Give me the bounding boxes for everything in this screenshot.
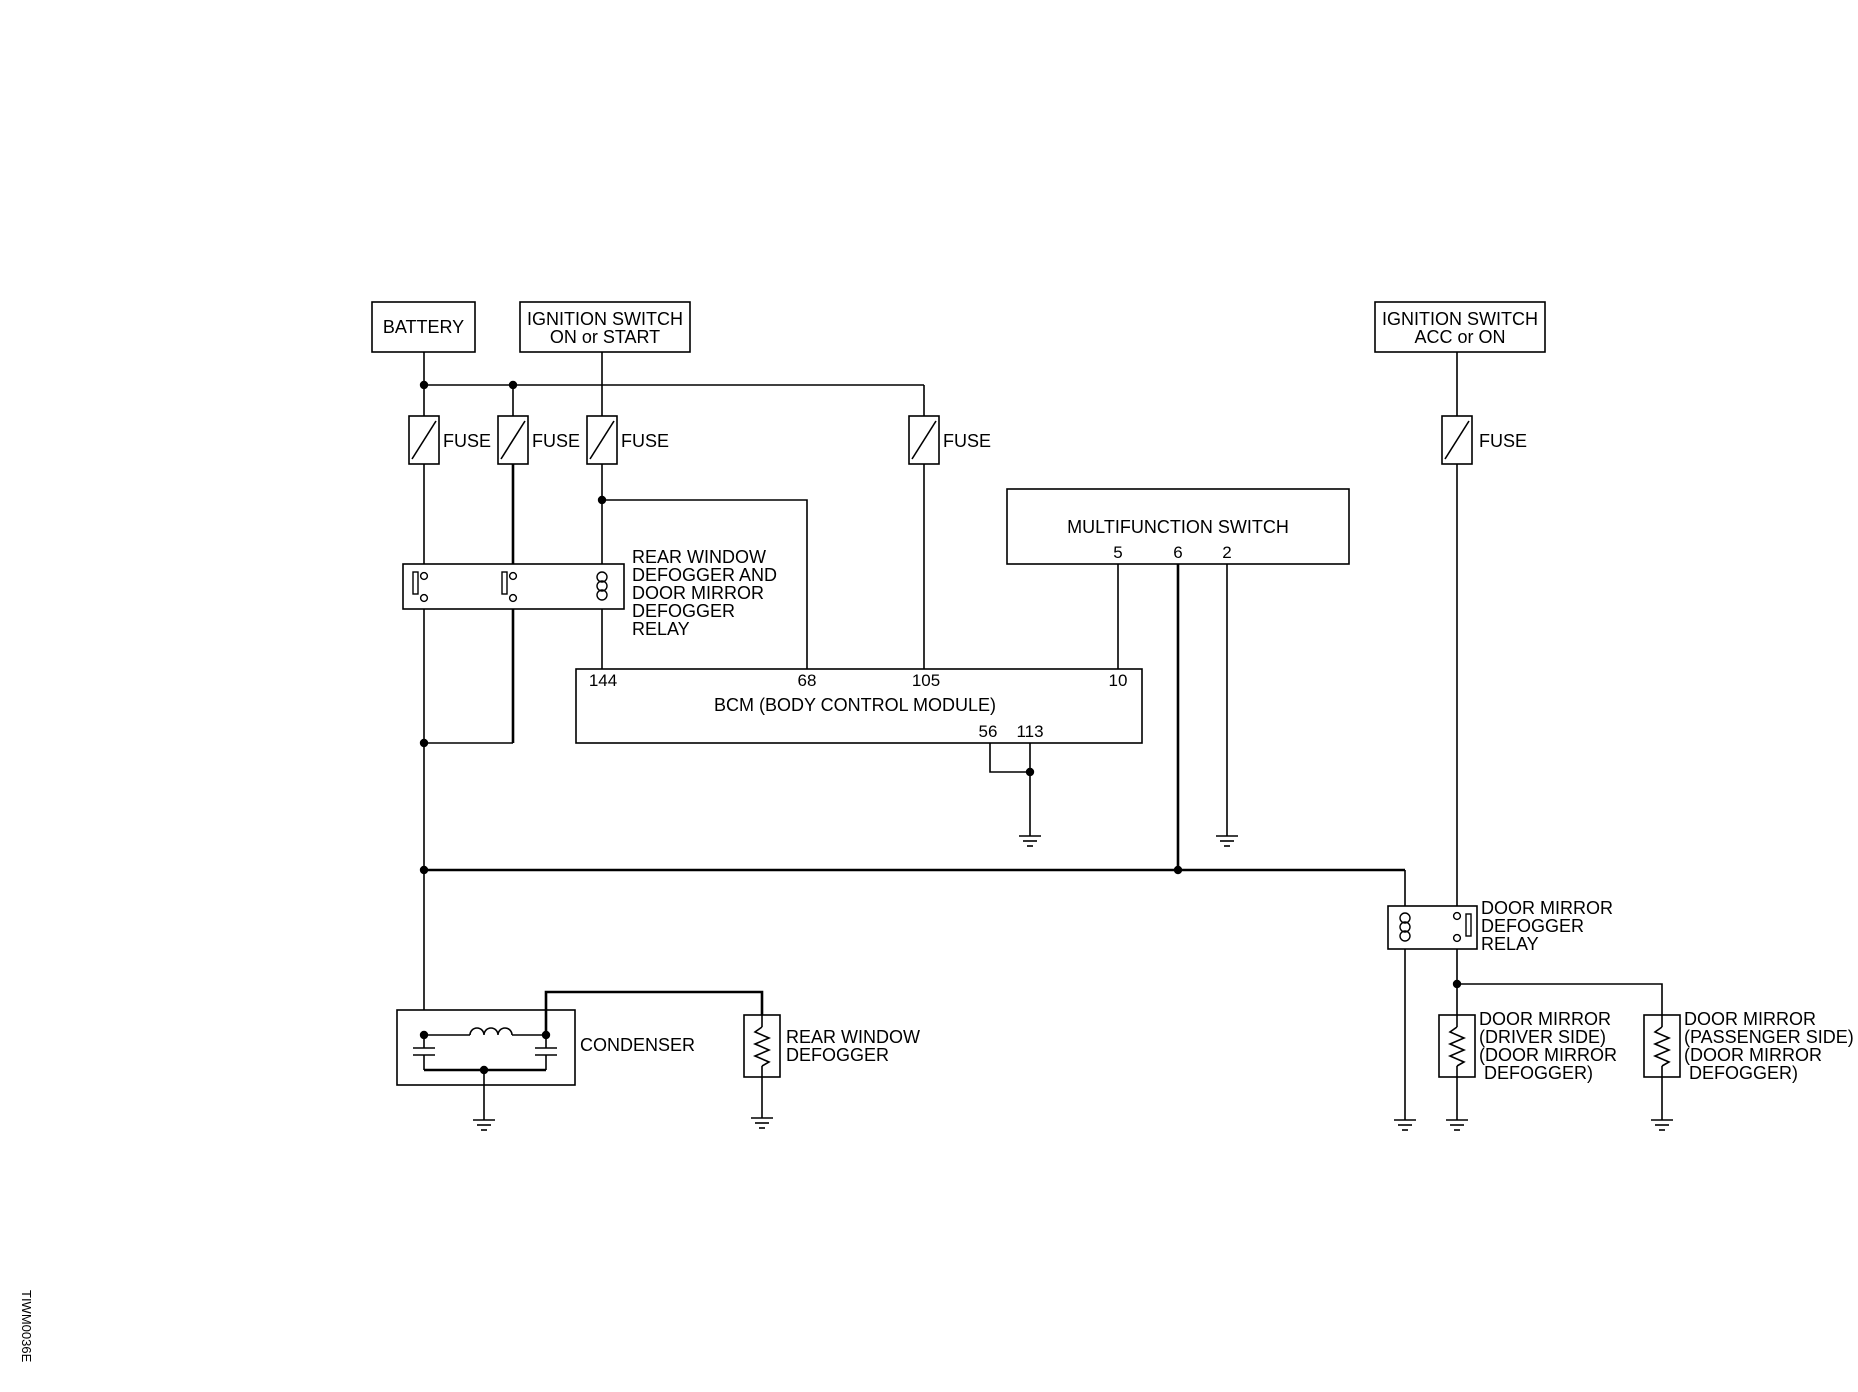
door-mirror-defogger-relay: DOOR MIRROR DEFOGGER RELAY [1387,898,1613,954]
msw-pin-5: 5 [1113,543,1122,562]
bcm-pin-68: 68 [798,671,817,690]
condenser-label: CONDENSER [580,1035,695,1055]
multifunction-switch-title: MULTIFUNCTION SWITCH [1067,517,1289,537]
door-mirror-relay-line3: RELAY [1481,934,1539,954]
ignition-switch-acc-on-box: IGNITION SWITCH ACC or ON [1374,301,1546,353]
ignition-acc-on-line2: ACC or ON [1414,327,1505,347]
msw-pin-6: 6 [1173,543,1182,562]
door-mirror-passenger-line2: (PASSENGER SIDE) [1684,1027,1854,1047]
ignition-acc-on-line1: IGNITION SWITCH [1382,309,1538,329]
bcm-pin-105: 105 [912,671,940,690]
bcm-pin-144: 144 [589,671,617,690]
rear-relay-line3: DOOR MIRROR [632,583,764,603]
door-mirror-driver-heater: DOOR MIRROR (DRIVER SIDE) (DOOR MIRROR D… [1438,1009,1617,1131]
door-mirror-driver-line1: DOOR MIRROR [1479,1009,1611,1029]
figure-code: TIWM0036E [19,1290,34,1363]
door-mirror-driver-line2: (DRIVER SIDE) [1479,1027,1606,1047]
rear-relay-line1: REAR WINDOW [632,547,766,567]
rear-relay-line2: DEFOGGER AND [632,565,777,585]
door-mirror-passenger-heater: DOOR MIRROR (PASSENGER SIDE) (DOOR MIRRO… [1643,1009,1854,1131]
ignition-on-start-line1: IGNITION SWITCH [527,309,683,329]
door-mirror-driver-line3: (DOOR MIRROR [1479,1045,1617,1065]
bcm-title: BCM (BODY CONTROL MODULE) [714,695,996,715]
relay-output-wires [419,609,603,1010]
fuse-2-label: FUSE [532,431,580,451]
rear-window-defogger-line1: REAR WINDOW [786,1027,920,1047]
bcm-module: BCM (BODY CONTROL MODULE) 144 68 105 10 … [575,668,1143,744]
door-mirror-passenger-line1: DOOR MIRROR [1684,1009,1816,1029]
battery-box: BATTERY [371,301,476,353]
door-mirror-relay-line1: DOOR MIRROR [1481,898,1613,918]
rear-window-defogger-line2: DEFOGGER [786,1045,889,1065]
defogger-output-bus [419,865,1406,906]
multifunction-switch-wires [1117,564,1239,870]
bcm-pin-113: 113 [1016,722,1043,741]
bcm-ground-wires [989,743,1042,847]
battery-label: BATTERY [383,317,464,337]
msw-pin-2: 2 [1222,543,1231,562]
rear-window-defogger: REAR WINDOW DEFOGGER [743,1014,920,1129]
rear-relay-line5: RELAY [632,619,690,639]
upper-bus-wires [419,352,1458,416]
rear-defogger-relay: REAR WINDOW DEFOGGER AND DOOR MIRROR DEF… [402,547,777,639]
door-mirror-driver-line4: DEFOGGER) [1479,1063,1593,1083]
fuse-5: FUSE [1441,415,1527,465]
fuse-4-label: FUSE [943,431,991,451]
fuse-2: FUSE [497,415,580,465]
fuse-1: FUSE [408,415,491,465]
door-mirror-passenger-line3: (DOOR MIRROR [1684,1045,1822,1065]
fuse-5-label: FUSE [1479,431,1527,451]
door-mirror-relay-line2: DEFOGGER [1481,916,1584,936]
door-mirror-relay-wires [1393,949,1663,1131]
multifunction-switch: MULTIFUNCTION SWITCH 5 6 2 [1006,488,1350,565]
fuse-output-wires [423,464,1458,906]
ignition-on-start-line2: ON or START [550,327,660,347]
bcm-pin-56: 56 [979,722,998,741]
ignition-switch-on-start-box: IGNITION SWITCH ON or START [519,301,691,353]
door-mirror-passenger-line4: DEFOGGER) [1684,1063,1798,1083]
bcm-pin-10: 10 [1109,671,1128,690]
fuse-4: FUSE [908,415,991,465]
fuse-3-label: FUSE [621,431,669,451]
condenser-to-defogger-wire [544,990,764,1035]
fuse-3: FUSE [586,415,669,465]
fuse-1-label: FUSE [443,431,491,451]
rear-relay-line4: DEFOGGER [632,601,735,621]
